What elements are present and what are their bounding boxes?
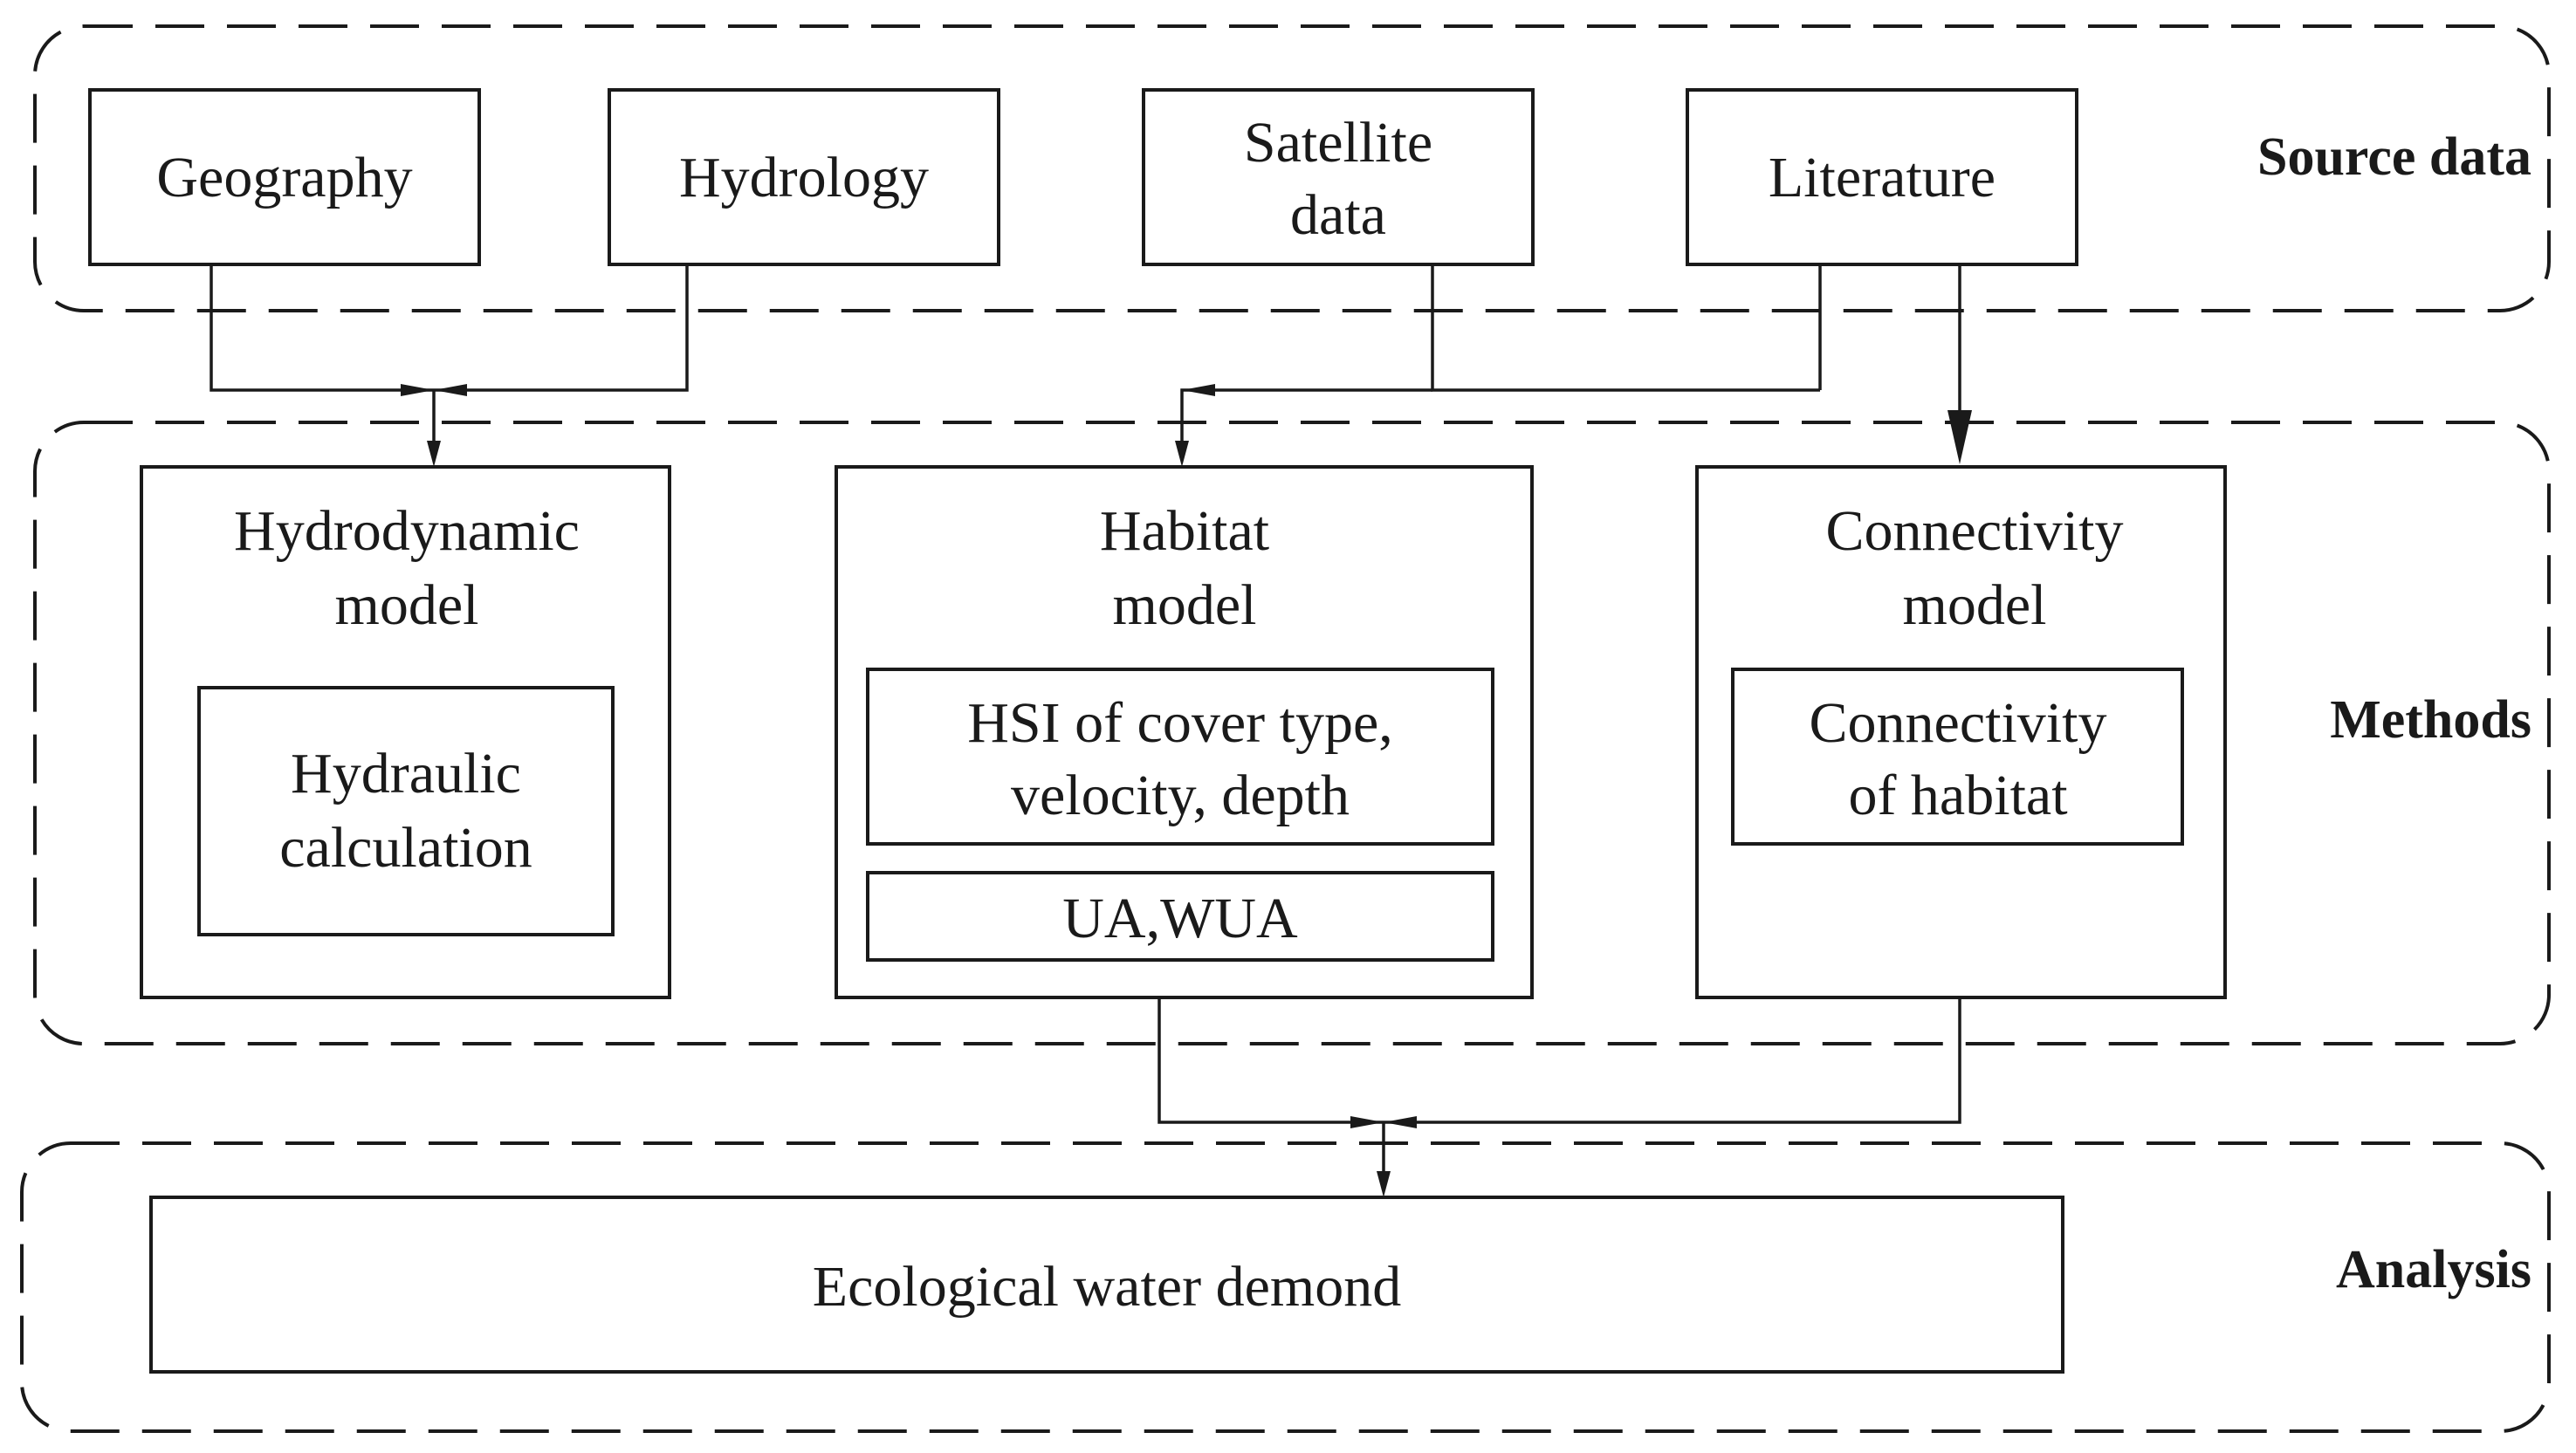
hydrodynamic-title-line1: Hydrodynamic [234,499,580,563]
analysis-frame [20,1141,2551,1433]
literature-box: Literature [1686,88,2078,266]
connector-satellite-literature-to-habitat [1175,264,1822,467]
arrowhead [1182,384,1215,396]
hydrology-label: Hydrology [679,146,929,209]
arrowhead [1350,1116,1384,1128]
literature-label: Literature [1769,146,1996,209]
connectivity-of-habitat-box [1731,668,2184,846]
ua-wua-label: UA,WUA [1062,887,1298,950]
hydrodynamic-model-box: Hydrodynamic model Hydraulic calculation [140,465,671,999]
hydraulic-label-line1: Hydraulic [291,742,521,805]
arrowhead [427,441,441,467]
hydrology-box: Hydrology [608,88,1000,266]
section-label-methods: Methods [2330,690,2531,750]
section-label-source: Source data [2257,127,2531,187]
arrowhead [1377,1171,1391,1197]
ecological-water-demand-box: Ecological water demond [149,1196,2064,1374]
habitat-model-box: Habitat model HSI of cover type, velocit… [835,465,1534,999]
hsi-box [866,668,1494,846]
connector-geo-hydro-to-hydrodynamic [210,264,689,467]
section-label-analysis: Analysis [2336,1240,2531,1299]
connectivity-habitat-line1: Connectivity [1810,691,2107,755]
arrowhead [434,384,467,396]
source-data-frame [33,24,2551,312]
connectivity-title-line1: Connectivity [1826,499,2124,563]
hydrodynamic-title-line2: model [335,573,479,637]
geography-box: Geography [88,88,481,266]
hsi-label-line2: velocity, depth [1011,764,1350,827]
connector-habitat-connectivity-to-analysis [1157,997,1961,1197]
arrowhead [401,384,434,396]
arrowhead [1175,441,1189,467]
satellite-label-line2: data [1290,183,1386,247]
connectivity-model-box: Connectivity model Connectivity of habit… [1695,465,2227,999]
satellite-data-box: Satellite data [1142,88,1535,266]
connectivity-title-line2: model [1903,573,2047,637]
ecological-water-demand-label: Ecological water demond [813,1255,1401,1319]
connector-literature-to-connectivity [1947,264,1972,464]
hydraulic-label-line2: calculation [279,816,532,880]
hsi-label-line1: HSI of cover type, [967,691,1393,755]
arrowhead [1947,410,1972,464]
hydraulic-calculation-box [197,686,615,936]
habitat-title-line2: model [1113,573,1257,637]
habitat-title-line1: Habitat [1100,499,1269,563]
geography-label: Geography [156,146,412,209]
ua-wua-box [866,871,1494,962]
arrowhead [1384,1116,1417,1128]
satellite-label-line1: Satellite [1244,111,1432,175]
connectivity-habitat-line2: of habitat [1848,764,2067,827]
methods-frame [33,421,2551,1045]
